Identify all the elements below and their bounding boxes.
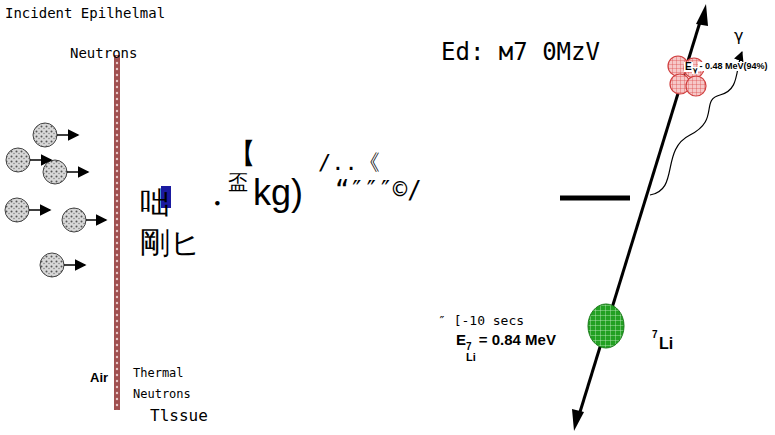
annotation-label: 7	[652, 330, 658, 340]
track-arrowhead	[572, 409, 584, 431]
track-arrowhead	[696, 4, 708, 26]
annotation-label: kg)	[253, 175, 303, 211]
annotation-label: 咄	[140, 188, 170, 218]
tissue-wall	[114, 55, 120, 410]
annotation-label: γ	[692, 67, 699, 74]
annotation-label: - 0.48 MeV(94%)	[698, 62, 768, 71]
annotation-label: 剛ヒ	[140, 228, 201, 258]
annotation-label: Tlssue	[150, 408, 208, 424]
particle-track	[580, 22, 700, 412]
annotation-label: 【	[228, 140, 256, 168]
annotation-label: Neutrons	[133, 388, 191, 400]
annotation-label: 盃	[228, 172, 248, 192]
annotation-label: = 0.84 MeV	[479, 332, 556, 347]
annotation-label: Incident Epilhelmal	[5, 6, 165, 20]
reaction-bar	[560, 196, 630, 201]
lithium-nucleus	[588, 304, 624, 348]
annotation-label: E	[456, 332, 466, 347]
annotation-label: Neutrons	[70, 46, 137, 60]
annotation-label: Li	[466, 352, 476, 363]
gamma-ray	[650, 52, 742, 195]
annotation-label: Li	[659, 336, 673, 352]
annotation-label: Thermal	[133, 367, 184, 379]
annotation-label: “″″″©/	[335, 178, 422, 202]
annotation-label: ″ [-10 secs	[438, 314, 524, 327]
annotation-label: /..《	[318, 152, 380, 174]
annotation-label: Ed: м7 0MzV	[440, 40, 601, 64]
annotation-label: γ	[734, 28, 743, 44]
neutron-arrows	[29, 135, 106, 265]
annotation-label: Air	[90, 371, 108, 384]
annotation-label: ・	[203, 190, 231, 218]
annotation-label: 7	[466, 342, 472, 352]
neutron-group	[5, 123, 86, 277]
